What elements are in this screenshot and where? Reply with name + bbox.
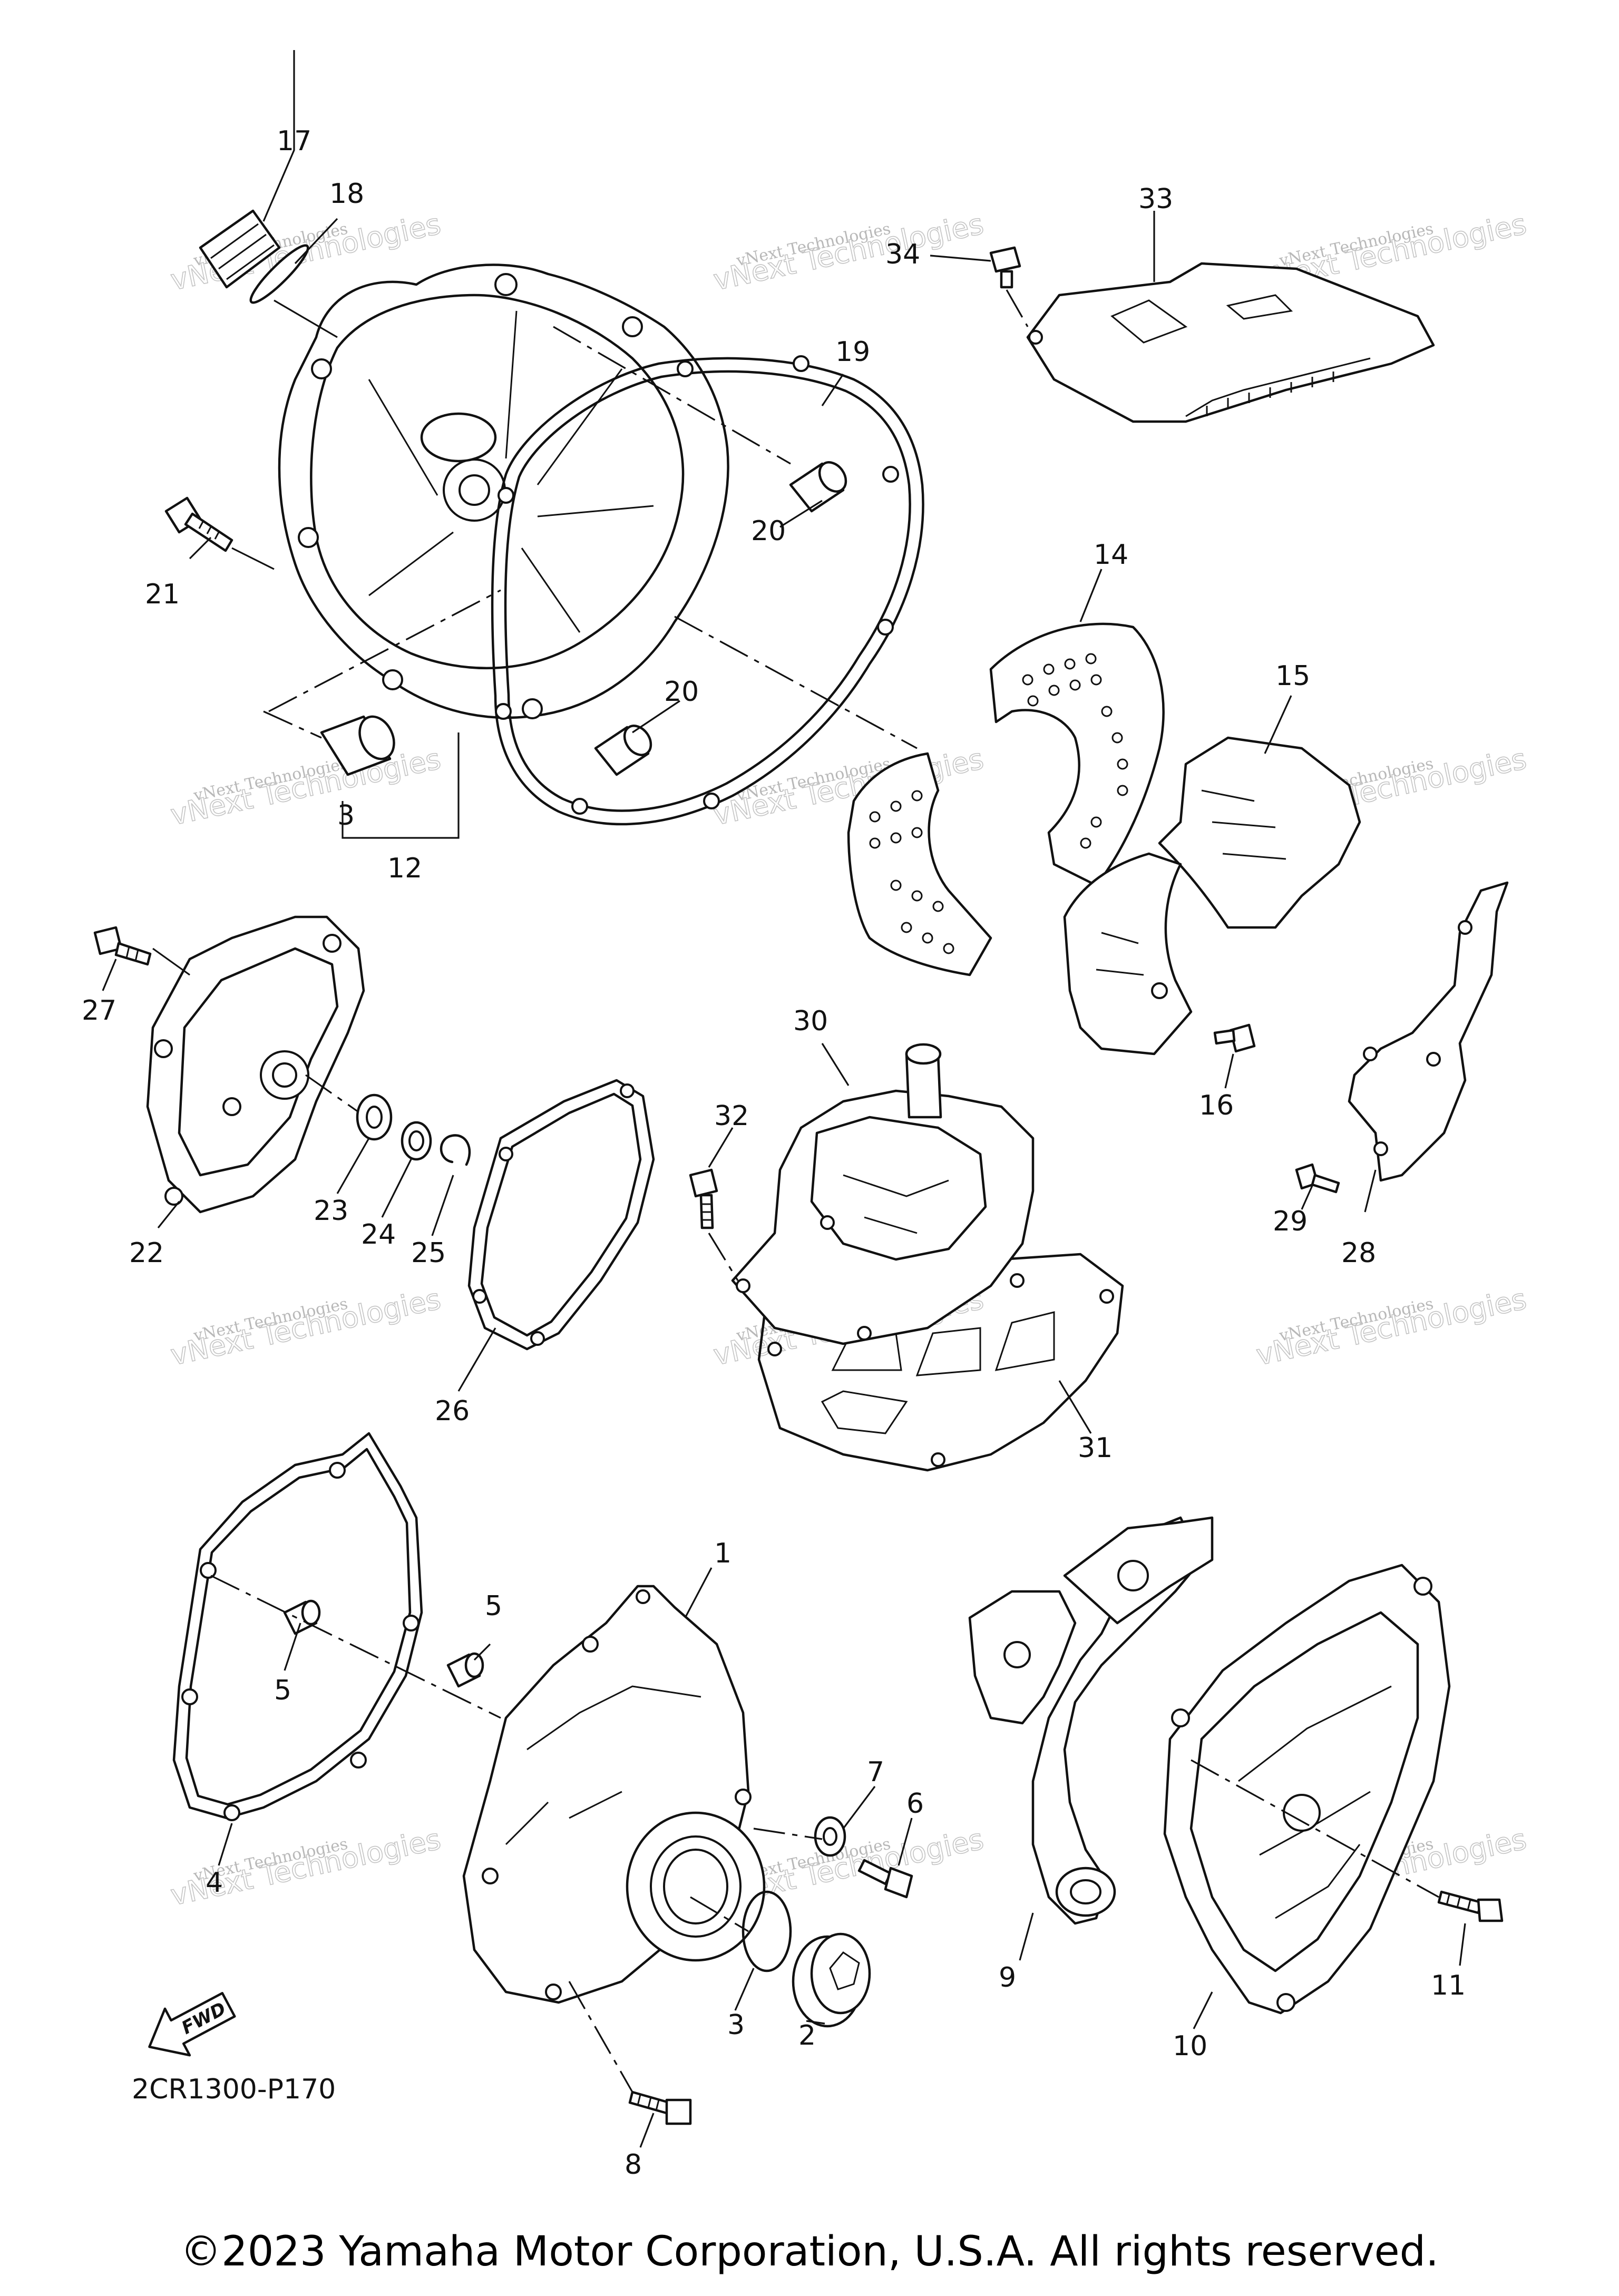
leader-lines-mid-right — [1079, 569, 1377, 1213]
fwd-arrow-icon: FWD — [148, 1992, 236, 2057]
part-21-bolt — [164, 496, 233, 552]
leader-lines-bottom-right — [1019, 1759, 1466, 2029]
callout-labels: 1 2 3 3 4 5 5 6 7 8 9 10 11 12 14 15 16 … — [82, 125, 1466, 2181]
diagram-code: 2CR1300-P170 — [132, 2074, 336, 2105]
leader-lines-mid-left — [102, 947, 496, 1392]
callout-20: 20 — [664, 676, 699, 708]
copyright-notice: ©2023 Yamaha Motor Corporation, U.S.A. A… — [180, 2228, 1439, 2275]
part-28-cover-gasket — [1348, 881, 1509, 1182]
callout-17: 17 — [277, 125, 311, 157]
part-33-cover-plate — [1026, 262, 1435, 423]
part-4-gasket — [172, 1432, 423, 1821]
callout-15: 15 — [1275, 660, 1310, 692]
part-27-bolt — [93, 926, 152, 966]
part-1-generator-cover — [462, 1585, 766, 2004]
part-24-washer — [401, 1121, 432, 1161]
part-3-o-ring — [742, 1890, 792, 1972]
callout-10: 10 — [1173, 2030, 1207, 2062]
part-22-cover — [146, 915, 365, 1214]
leader-lines-top-left — [189, 50, 918, 839]
part-3-bushing-upper — [320, 715, 395, 776]
part-23-oil-seal — [356, 1093, 393, 1141]
callout-34: 34 — [885, 239, 920, 270]
callout-23: 23 — [314, 1195, 348, 1227]
part-11-bolt — [1437, 1890, 1504, 1922]
callout-32: 32 — [714, 1100, 749, 1132]
callout-20: 20 — [751, 515, 786, 547]
callout-11: 11 — [1431, 1970, 1466, 2001]
callout-8: 8 — [625, 2149, 642, 2181]
part-8-bolt — [628, 2090, 692, 2125]
part-5-dowel-pin-left — [283, 1599, 321, 1635]
callout-3: 3 — [727, 2009, 745, 2041]
callout-5: 5 — [485, 1590, 502, 1622]
part-32-bolt — [689, 1168, 718, 1229]
part-26-gasket — [467, 1079, 655, 1351]
callout-18: 18 — [329, 178, 364, 210]
part-2-plug — [792, 1932, 871, 2028]
callout-4: 4 — [206, 1867, 223, 1899]
leader-lines-bottom-left — [210, 1567, 913, 2148]
callout-16: 16 — [1199, 1090, 1234, 1121]
callout-33: 33 — [1138, 183, 1173, 215]
part-14-pulser-cover — [847, 622, 1165, 976]
callout-1: 1 — [714, 1538, 732, 1569]
leader-lines-center — [708, 1043, 1092, 1434]
part-7-washer — [814, 1816, 846, 1857]
part-16-bolt — [1213, 1023, 1256, 1053]
callout-29: 29 — [1273, 1206, 1308, 1237]
callout-28: 28 — [1341, 1237, 1376, 1269]
part-5-dowel-pin-right — [446, 1652, 484, 1688]
part-18-o-ring — [249, 244, 309, 304]
part-25-circlip — [440, 1134, 471, 1166]
callout-3: 3 — [337, 800, 355, 832]
leader-lines-top-right — [930, 211, 1155, 327]
callout-9: 9 — [999, 1962, 1016, 1994]
part-30-cover — [731, 1043, 1035, 1345]
callout-26: 26 — [435, 1395, 470, 1427]
callout-19: 19 — [835, 336, 870, 368]
callout-30: 30 — [793, 1005, 828, 1037]
part-6-bolt — [857, 1859, 913, 1899]
callout-7: 7 — [867, 1756, 884, 1788]
part-20-dowel-pin-lower — [594, 725, 652, 776]
callout-25: 25 — [411, 1237, 446, 1269]
part-17-sight-glass — [199, 209, 281, 289]
callout-6: 6 — [906, 1788, 924, 1820]
part-34-bolt — [989, 246, 1021, 289]
callout-31: 31 — [1078, 1432, 1113, 1464]
callout-24: 24 — [361, 1219, 396, 1250]
part-9-cover — [968, 1516, 1214, 1925]
part-10-sprocket-cover — [1163, 1564, 1451, 2015]
part-20-dowel-pin-upper — [789, 461, 847, 513]
callout-5: 5 — [274, 1675, 291, 1706]
callout-21: 21 — [145, 579, 180, 610]
callout-22: 22 — [129, 1237, 164, 1269]
part-29-bolt — [1295, 1163, 1340, 1194]
part-15-protector — [1063, 736, 1361, 1056]
callout-12: 12 — [387, 853, 422, 884]
callout-27: 27 — [82, 995, 116, 1027]
callout-14: 14 — [1094, 539, 1128, 571]
callout-2: 2 — [798, 2020, 816, 2051]
part-19-clutch-cover-gasket — [491, 355, 924, 826]
